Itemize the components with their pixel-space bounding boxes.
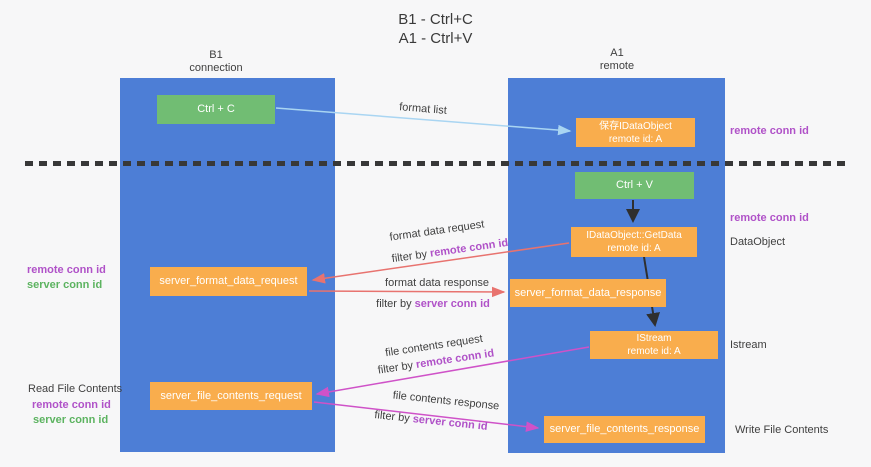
title-line-1: B1 - Ctrl+C <box>398 11 473 28</box>
istream-line1: IStream <box>636 333 672 344</box>
node-idataobject-getdata: IDataObject::GetData remote id: A <box>571 227 697 257</box>
edge-label-filter-format-response: filter by server conn id <box>376 298 490 310</box>
server-format-data-request-label: server_format_data_request <box>159 275 298 287</box>
edge-label-format-data-request: format data request <box>388 218 486 244</box>
lane-a1-role: remote <box>599 60 635 72</box>
right-label-istream: Istream <box>730 339 767 351</box>
save-idataobject-line2: remote id: A <box>608 133 663 145</box>
server-file-contents-request-label: server_file_contents_request <box>160 389 302 402</box>
lane-header-a1: A1 remote <box>542 47 692 73</box>
edge-label-format-data-response: format data response <box>385 277 489 289</box>
server-file-contents-response-label: server_file_contents_response <box>549 423 700 435</box>
diagram-title: B1 - Ctrl+C A1 - Ctrl+V <box>0 10 871 48</box>
node-server-format-data-request: server_format_data_request <box>150 267 307 296</box>
node-server-file-contents-response: server_file_contents_response <box>544 416 705 443</box>
save-idataobject-line1: 保存IDataObject <box>599 120 672 132</box>
lane-a1-name: A1 <box>610 47 624 59</box>
edge-label-filter-file-response: filter by server conn id <box>374 409 488 433</box>
ctrl-v-label: Ctrl + V <box>616 179 653 191</box>
lane-b1-role: connection <box>189 62 243 74</box>
right-label-remote-conn-id-mid: remote conn id <box>730 212 809 224</box>
node-save-idataobject: 保存IDataObject remote id: A <box>576 118 695 147</box>
lane-b1-name: B1 <box>209 49 223 61</box>
idataobject-getdata-line1: IDataObject::GetData <box>586 230 682 241</box>
lane-header-b1: B1 connection <box>141 49 291 75</box>
node-server-file-contents-request: server_file_contents_request <box>150 382 312 410</box>
node-server-format-data-response: server_format_data_response <box>510 279 666 307</box>
istream-line2: remote id: A <box>627 346 681 357</box>
filter-by-text: filter by <box>376 298 415 310</box>
right-label-write-file-contents: Write File Contents <box>735 424 829 436</box>
filter-by-text: filter by <box>377 359 417 377</box>
edge-label-format-list: format list <box>398 101 448 117</box>
right-label-dataobject: DataObject <box>730 236 786 248</box>
node-ctrl-v: Ctrl + V <box>575 172 694 199</box>
title-line-2: A1 - Ctrl+V <box>398 30 473 47</box>
server-format-data-response-label: server_format_data_response <box>514 286 662 299</box>
format-data-response-arrow <box>308 286 506 298</box>
filter-by-text: filter by <box>373 409 414 426</box>
node-ctrl-c: Ctrl + C <box>157 95 275 124</box>
left-label-remote-conn-id-bottom: remote conn id <box>32 399 111 411</box>
server-conn-id-highlight: server conn id <box>412 413 489 433</box>
edge-label-filter-format-request: filter by remote conn id <box>391 237 509 265</box>
left-label-server-conn-id-top: server conn id <box>27 279 103 291</box>
left-label-read-file-contents: Read File Contents <box>28 383 123 395</box>
phase-divider-dashed-line <box>25 161 845 166</box>
node-istream: IStream remote id: A <box>590 331 718 359</box>
edge-label-file-contents-response: file contents response <box>392 389 500 413</box>
left-label-remote-conn-id-top: remote conn id <box>27 264 106 276</box>
ctrl-c-label: Ctrl + C <box>197 103 235 115</box>
server-conn-id-highlight: server conn id <box>414 298 490 310</box>
filter-by-text: filter by <box>391 247 431 266</box>
idataobject-getdata-line2: remote id: A <box>607 243 661 254</box>
right-label-remote-conn-id-top: remote conn id <box>730 125 809 137</box>
remote-conn-id-highlight: remote conn id <box>429 236 509 260</box>
left-label-server-conn-id-bottom: server conn id <box>33 414 109 426</box>
